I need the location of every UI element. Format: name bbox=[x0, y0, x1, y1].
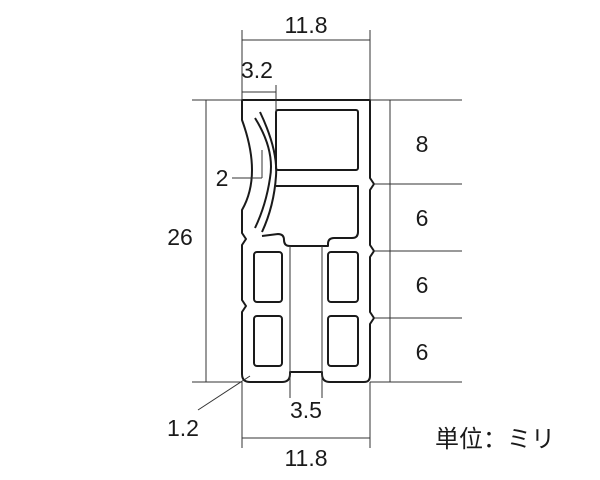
left-slot-upper bbox=[253, 251, 283, 303]
top-chamber bbox=[275, 109, 359, 171]
right-slot-lower bbox=[327, 315, 359, 367]
unit-label: 単位：ミリ bbox=[435, 425, 555, 453]
groove-bulge bbox=[259, 111, 278, 233]
label-slot-width: 3.5 bbox=[290, 397, 322, 423]
label-lip-width: 3.2 bbox=[241, 57, 273, 83]
label-groove-depth: 2 bbox=[216, 165, 229, 191]
profile-outer-outline bbox=[241, 99, 375, 383]
label-segment-4: 6 bbox=[416, 339, 429, 365]
label-total-height: 26 bbox=[167, 224, 193, 250]
label-wall-thickness: 1.2 bbox=[167, 415, 199, 441]
label-segment-1: 8 bbox=[416, 131, 429, 157]
middle-web bbox=[261, 185, 359, 247]
label-bottom-width: 11.8 bbox=[284, 445, 327, 471]
label-segment-2: 6 bbox=[416, 205, 429, 231]
left-slot-lower bbox=[253, 315, 283, 367]
right-slot-upper bbox=[327, 251, 359, 303]
groove-curve bbox=[254, 117, 272, 229]
label-segment-3: 6 bbox=[416, 272, 429, 298]
label-top-width: 11.8 bbox=[284, 12, 327, 38]
dim-wall-leader bbox=[197, 375, 251, 411]
